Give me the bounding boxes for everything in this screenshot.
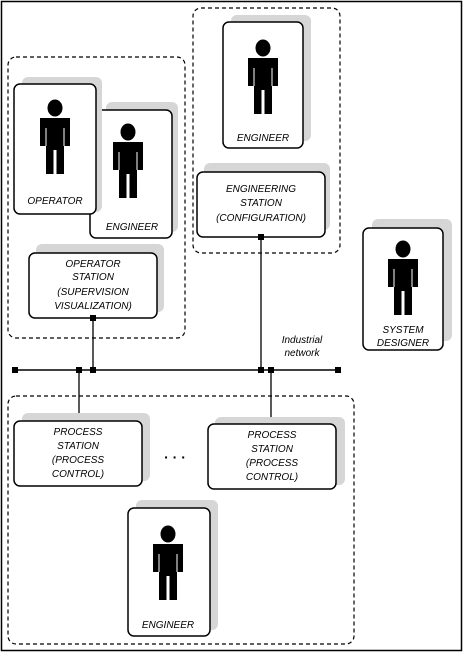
process-station-left-box: PROCESS STATION (PROCESS CONTROL) — [13, 413, 150, 487]
process-station-left-line3: (PROCESS — [52, 455, 105, 466]
process-station-right-line3: (PROCESS — [246, 458, 299, 469]
process-station-right-line2: STATION — [251, 444, 294, 455]
network-label-line1: Industrial — [282, 335, 323, 346]
operator-card: OPERATOR — [13, 77, 102, 215]
process-station-left-line2: STATION — [57, 441, 100, 452]
process-station-right-box: PROCESS STATION (PROCESS CONTROL) — [207, 417, 345, 490]
operator-label: OPERATOR — [27, 196, 82, 207]
engineering-station-line1: ENGINEERING — [226, 184, 296, 195]
engineering-group-boundary — [192, 7, 341, 254]
ellipsis: · · · — [164, 449, 186, 465]
operator-station-line2: STATION — [72, 272, 115, 283]
engineer-bottom-card: ENGINEER — [127, 500, 218, 637]
process-station-left-line1: PROCESS — [54, 427, 103, 438]
process-station-right-line1: PROCESS — [248, 430, 297, 441]
operator-station-line3: (SUPERVISION — [57, 287, 129, 298]
process-group-boundary — [7, 395, 355, 645]
operator-station-line4: VISUALIZATION) — [54, 301, 132, 312]
engineer-operator-group-label: ENGINEER — [106, 222, 158, 233]
process-station-right-line4: CONTROL) — [246, 472, 298, 483]
engineer-top-label: ENGINEER — [237, 133, 289, 144]
operator-group-boundary — [7, 56, 186, 339]
operator-station-line1: OPERATOR — [65, 259, 120, 270]
engineering-station-line2: STATION — [240, 198, 283, 209]
system-designer-label-line1: SYSTEM — [382, 325, 424, 336]
process-station-left-line4: CONTROL) — [52, 469, 104, 480]
engineering-station-line3: (CONFIGURATION) — [216, 213, 306, 224]
engineering-station-box: ENGINEERING STATION (CONFIGURATION) — [196, 163, 330, 238]
engineer-operator-group-card: ENGINEER — [89, 102, 178, 239]
operator-station-box: OPERATOR STATION (SUPERVISION VISUALIZAT… — [28, 244, 164, 319]
system-designer-label-line2: DESIGNER — [377, 338, 429, 349]
engineer-bottom-label: ENGINEER — [142, 620, 194, 631]
system-designer-card: SYSTEM DESIGNER — [362, 219, 452, 351]
engineer-top-card: ENGINEER — [222, 15, 311, 149]
network-label-line2: network — [284, 348, 320, 359]
